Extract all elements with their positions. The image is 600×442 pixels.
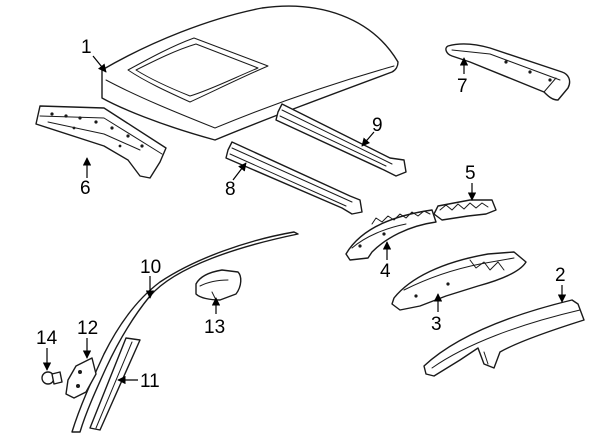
part-12-bracket[interactable] bbox=[65, 357, 97, 399]
callout-6: 6 bbox=[80, 178, 91, 199]
callout-4: 4 bbox=[380, 261, 391, 282]
part-7-rear-header[interactable] bbox=[445, 43, 571, 101]
callout-10: 10 bbox=[140, 257, 161, 278]
callout-14: 14 bbox=[36, 328, 58, 349]
callout-labels: 1 2 3 4 5 6 7 8 9 10 11 12 13 14 bbox=[36, 37, 566, 392]
part-10-side-molding[interactable] bbox=[71, 231, 299, 433]
leader-lines bbox=[42, 55, 567, 385]
leader-9 bbox=[361, 131, 375, 147]
part-2-outer-panel[interactable] bbox=[423, 299, 585, 377]
part-9-roof-bow[interactable] bbox=[275, 103, 407, 177]
leader-1 bbox=[92, 55, 107, 73]
callout-13: 13 bbox=[204, 317, 225, 338]
part-13-retainer-block[interactable] bbox=[195, 269, 242, 301]
part-11-pillar-trim[interactable] bbox=[89, 337, 141, 431]
part-6-front-header[interactable] bbox=[35, 105, 167, 179]
callout-5: 5 bbox=[465, 163, 476, 184]
callout-9: 9 bbox=[372, 115, 383, 136]
part-3-inner-rail[interactable] bbox=[391, 251, 527, 311]
part-1-roof-panel[interactable] bbox=[101, 5, 399, 141]
callout-3: 3 bbox=[431, 314, 442, 335]
callout-11: 11 bbox=[140, 371, 160, 392]
callout-2: 2 bbox=[555, 265, 566, 286]
callout-12: 12 bbox=[77, 318, 98, 339]
callout-8: 8 bbox=[225, 179, 236, 200]
part-5-rail-extension[interactable] bbox=[433, 199, 497, 221]
part-8-roof-bow[interactable] bbox=[225, 141, 363, 215]
callout-1: 1 bbox=[81, 37, 92, 58]
callout-7: 7 bbox=[457, 76, 468, 97]
part-14-clip[interactable] bbox=[41, 371, 63, 385]
leader-8 bbox=[232, 162, 247, 181]
part-4-rail-reinforcement[interactable] bbox=[345, 209, 437, 261]
